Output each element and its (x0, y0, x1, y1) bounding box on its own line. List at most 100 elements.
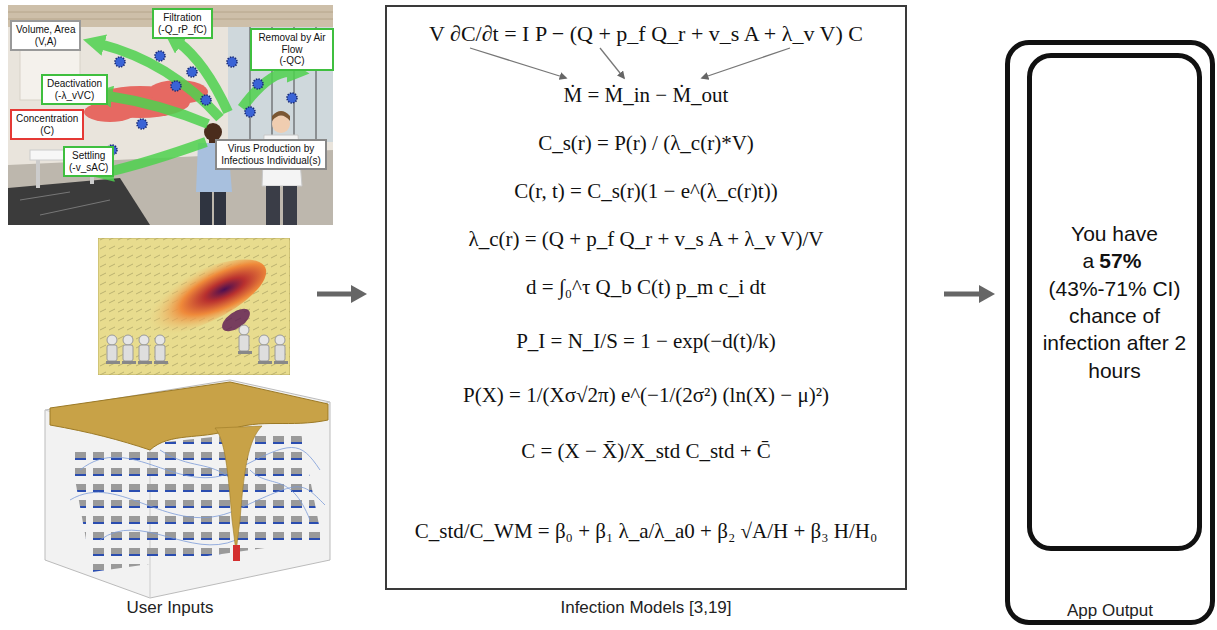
room-illustration-part (272, 111, 290, 121)
label-title: Removal by Air Flow (256, 32, 328, 55)
phone-output: You have a57%(43%-71% CI) chance of infe… (1005, 40, 1215, 625)
room-illustration-part (227, 57, 237, 67)
equation-pointer-part (702, 48, 790, 78)
phone-screen: You have a57%(43%-71% CI) chance of infe… (1042, 220, 1187, 384)
room-illustration-part (245, 107, 255, 117)
phone-frame: You have a57%(43%-71% CI) chance of infe… (1027, 53, 1202, 551)
label-formula: (-λ_vVC) (47, 90, 102, 102)
room-illustration-part (187, 67, 197, 77)
equation: Ṁ = Ṁ_in − Ṁ_out (564, 83, 729, 107)
equation: P(X) = 1/(Xσ√2π) e^(−1/(2σ²) (ln(X) − μ)… (463, 383, 829, 407)
cfd-plot-part (238, 325, 252, 354)
label-title: Concentration (16, 113, 78, 125)
room-illustration-part-part (84, 102, 136, 122)
label-box: Concentration(C) (10, 109, 84, 140)
arrow-head (351, 285, 367, 303)
equation-box: V ∂C/∂t = I P − (Q + p_f Q_r + v_s A + λ… (385, 5, 907, 590)
equation-row: P_I = N_I/S = 1 − exp(−d(t)/k) (387, 329, 905, 354)
flow-arrow (317, 285, 367, 303)
label-box: Removal by Air Flow(-QC) (250, 28, 334, 71)
label-box: Settling(-v_sAC) (63, 146, 114, 177)
cfd-plot-part (98, 238, 290, 375)
theater-model (45, 380, 330, 598)
equation-pointer-part (600, 48, 624, 78)
equation: C = (X − X̄)/X_std C_std + C̄ (521, 439, 771, 463)
room-illustration-part-part (178, 42, 228, 112)
label-title: Settling (69, 150, 108, 162)
caption-row: App Output (1010, 601, 1210, 621)
equation: V ∂C/∂t = I P − (Q + p_f Q_r + v_s A + λ… (429, 21, 863, 46)
cfd-plot-part (98, 238, 290, 375)
room-illustration-part (253, 79, 263, 89)
cfd-plot (98, 238, 290, 375)
equation: λ_c(r) = (Q + p_f Q_r + v_s A + λ_v V)/V (469, 227, 824, 251)
room-illustration-part (36, 160, 40, 188)
cfd-plot-part (138, 335, 152, 364)
theater-model-part-part (70, 487, 325, 518)
room-illustration (8, 5, 333, 225)
room-illustration-part-part (108, 142, 206, 172)
theater-model-part (70, 428, 322, 572)
cfd-plot-part (274, 335, 288, 364)
arrow-shaft (317, 292, 353, 297)
theater-model-part (215, 426, 262, 552)
equation: P_I = N_I/S = 1 − exp(−d(t)/k) (516, 329, 776, 353)
theater-model-part-part (250, 470, 310, 520)
label-formula: (V,A) (16, 36, 75, 48)
equation-row: C_std/C_WM = β₀ + β₁ λ_a/λ_a0 + β₂ √A/H … (387, 519, 905, 544)
label-formula: (-v_sAC) (69, 162, 108, 174)
room-illustration-part (8, 178, 150, 225)
label-title: Volume, Area (16, 24, 75, 36)
room-illustration-part (171, 81, 181, 91)
arrow-shaft (944, 292, 981, 297)
room-illustration-part (137, 119, 147, 129)
caption-row: Infection Models [3,19] (387, 598, 905, 618)
output-text: (43%-71% CI) chance of infection after 2… (1043, 277, 1187, 382)
equation-row: C(r, t) = C_s(r)(1 − e^(λ_c(r)t)) (387, 179, 905, 204)
cfd-plot-part (106, 335, 120, 364)
theater-model-part (45, 380, 330, 598)
theater-model-part-part (160, 450, 232, 480)
room-illustration-part-part (242, 72, 292, 108)
label-title: Filtration (158, 12, 207, 24)
equation-row: P(X) = 1/(Xσ√2π) e^(−1/(2σ²) (ln(X) − μ)… (387, 383, 905, 408)
room-illustration-part (20, 192, 110, 215)
equation-row: Ṁ = Ṁ_in − Ṁ_out (387, 83, 905, 108)
label-box: Virus Production by Infectious Individua… (215, 139, 327, 170)
label-box: Deactivation(-λ_vVC) (41, 74, 108, 105)
equation-row: V ∂C/∂t = I P − (Q + p_f Q_r + v_s A + λ… (387, 21, 905, 47)
label-box: Volume, Area(V,A) (10, 20, 81, 51)
room-illustration-part (115, 57, 125, 67)
equation-pointer (470, 48, 790, 78)
theater-model-part (233, 545, 240, 561)
room-illustration-part (201, 95, 211, 105)
room-illustration-part (266, 186, 280, 225)
theater-model-part-part (80, 448, 320, 478)
caption: App Output (1067, 601, 1153, 620)
equation: C_s(r) = P(r) / (λ_c(r)*V) (538, 131, 754, 155)
label-title: Deactivation (47, 78, 102, 90)
input-panel: User InputsVolume, Area(V,A)Filtration(-… (5, 2, 335, 624)
theater-model-part (50, 382, 328, 450)
equation-row: C = (X − X̄)/X_std C_std + C̄ (387, 439, 905, 464)
room-illustration-part (200, 192, 212, 225)
room-illustration-part (8, 5, 333, 225)
caption: User Inputs (127, 598, 214, 617)
equation: C(r, t) = C_s(r)(1 − e^(λ_c(r)t)) (514, 179, 777, 203)
room-illustration-part (283, 186, 297, 225)
equation-row: C_s(r) = P(r) / (λ_c(r)*V) (387, 131, 905, 156)
theater-model-part (70, 448, 325, 545)
equation-row: λ_c(r) = (Q + p_f Q_r + v_s A + λ_v V)/V (387, 227, 905, 252)
cfd-plot-part (154, 335, 168, 364)
cfd-plot-part (122, 335, 136, 364)
cfd-plot-part (98, 238, 290, 375)
flow-arrow (944, 285, 995, 303)
equation-pointer-part (470, 48, 566, 78)
equation-row: d = ∫₀^τ Q_b C(t) p_m c_i dt (387, 275, 905, 300)
label-box: Filtration(-Q_rP_fC) (152, 8, 213, 39)
label-title: Virus Production by Infectious Individua… (221, 143, 321, 166)
cfd-plot-part (258, 335, 272, 364)
probability-value: 57% (1099, 249, 1141, 272)
